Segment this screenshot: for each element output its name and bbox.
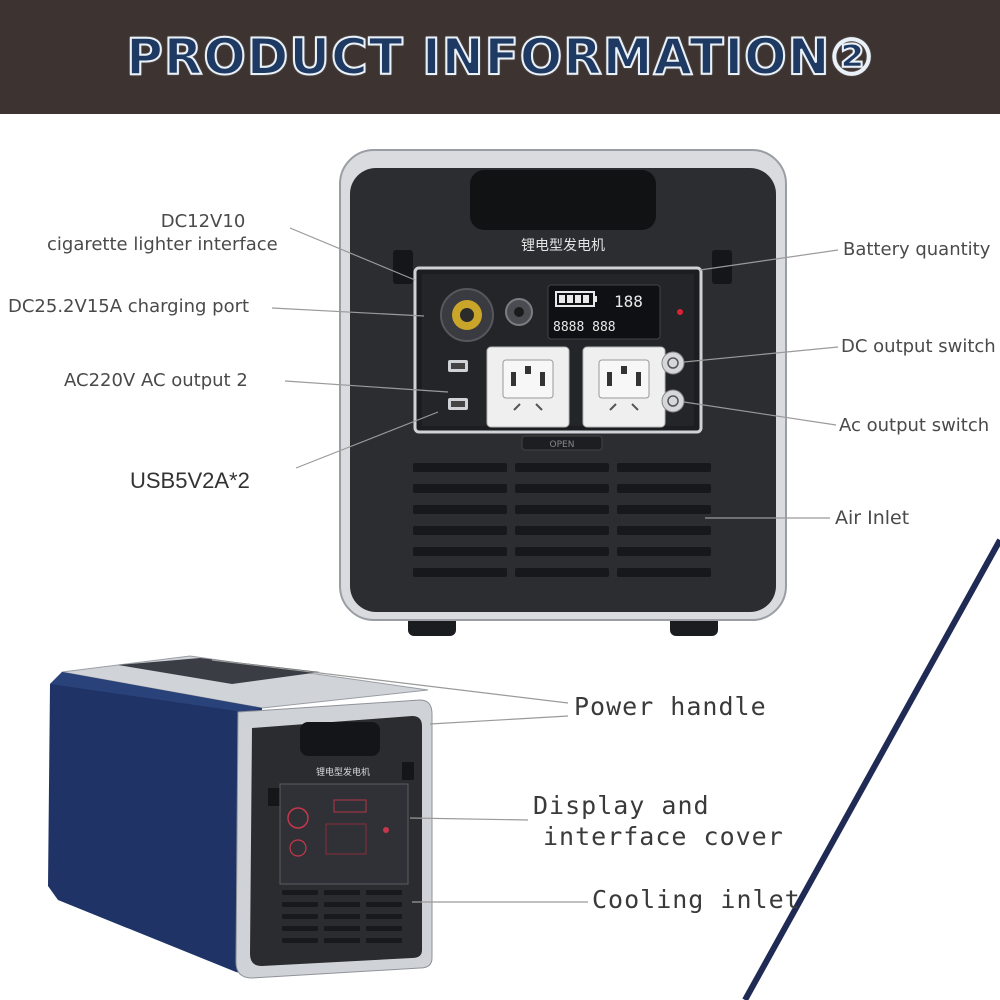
side-interface-cover	[279, 783, 409, 885]
label-dc-output-switch: DC output switch	[841, 336, 996, 357]
ac-output-switch	[661, 389, 685, 413]
label-cooling-inlet: Cooling inlet	[592, 885, 801, 914]
label-cigarette-interface: cigarette lighter interface	[47, 234, 278, 255]
label-display-cover-1: Display and	[533, 791, 710, 820]
lcd-readout: 8888 888	[553, 320, 616, 335]
label-ac-output: AC220V AC output 2	[64, 370, 248, 391]
ac-socket-2	[582, 346, 666, 428]
leader-lines	[211, 227, 839, 903]
label-charging-port: DC25.2V15A charging port	[8, 296, 250, 317]
indicator-led	[677, 309, 683, 315]
air-inlet-vents	[413, 463, 711, 577]
label-power-handle: Power handle	[574, 692, 767, 721]
clip-left	[393, 250, 413, 284]
label-ac-output-switch: Ac output switch	[839, 415, 990, 436]
dc-output-switch	[661, 351, 685, 375]
label-air-inlet: Air Inlet	[835, 507, 910, 529]
lcd-battery-percent: 188	[614, 292, 643, 311]
ac-socket-1	[486, 346, 570, 428]
header-banner: PRODUCT INFORMATION②	[0, 0, 1000, 114]
page-title: PRODUCT INFORMATION②	[125, 27, 874, 87]
label-display-cover-2: interface cover	[543, 822, 784, 851]
handle-recess	[470, 170, 656, 230]
front-panel-text: 锂电型发电机	[521, 238, 605, 254]
label-usb: USB5V2A*2	[130, 468, 250, 493]
side-device: 锂电型发电机	[48, 655, 433, 979]
side-blue-body	[48, 672, 262, 976]
svg-text:OPEN: OPEN	[550, 440, 575, 450]
side-handle-recess	[300, 722, 380, 756]
label-battery-quantity: Battery quantity	[843, 239, 991, 260]
front-device: 锂电型发电机 188 8888 888	[339, 149, 787, 636]
side-cooling-vents	[282, 890, 402, 943]
side-top-handle	[118, 658, 320, 684]
svg-text:锂电型发电机: 锂电型发电机	[316, 766, 370, 778]
diagonal-accent-line	[742, 538, 1000, 1000]
cover-tab	[521, 435, 603, 451]
label-cigarette-voltage: DC12V10	[160, 211, 246, 232]
